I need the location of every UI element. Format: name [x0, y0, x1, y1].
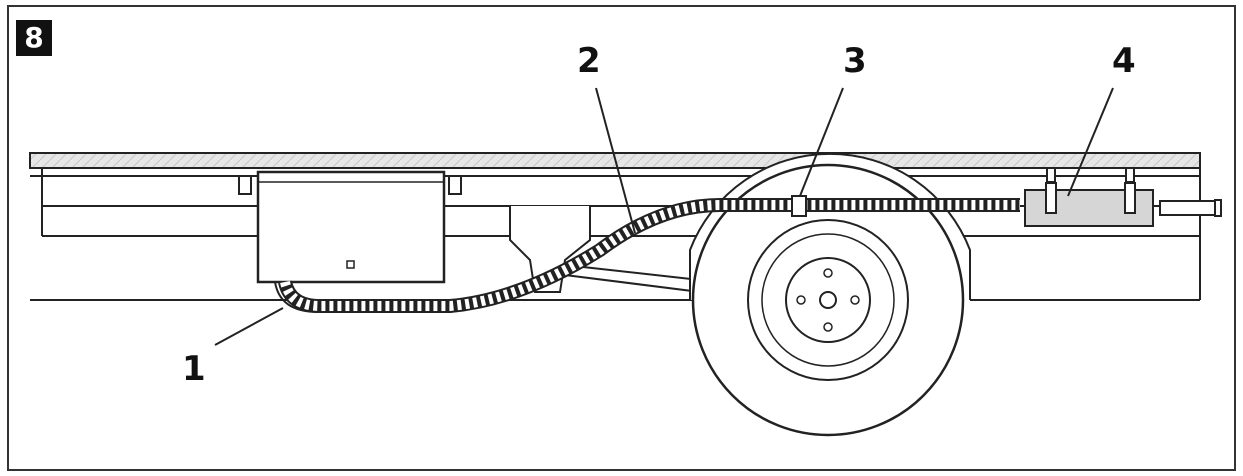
suspension-bracket: [509, 206, 591, 293]
hose-clamp: [791, 195, 807, 217]
mount-bolt: [238, 175, 252, 195]
figure-number-badge: 8: [16, 20, 52, 56]
callout-3: 3: [843, 41, 867, 81]
leader-line-3: [799, 87, 844, 197]
leader-line-4: [1067, 87, 1114, 197]
mount-bolt: [448, 175, 462, 195]
callout-2: 2: [577, 41, 601, 81]
callout-1: 1: [182, 349, 206, 389]
leader-line-1: [214, 307, 284, 346]
figure-border: [7, 5, 1236, 471]
callout-4: 4: [1112, 41, 1136, 81]
cylinder-rod: [1159, 200, 1219, 216]
leader-line-2: [595, 87, 636, 234]
